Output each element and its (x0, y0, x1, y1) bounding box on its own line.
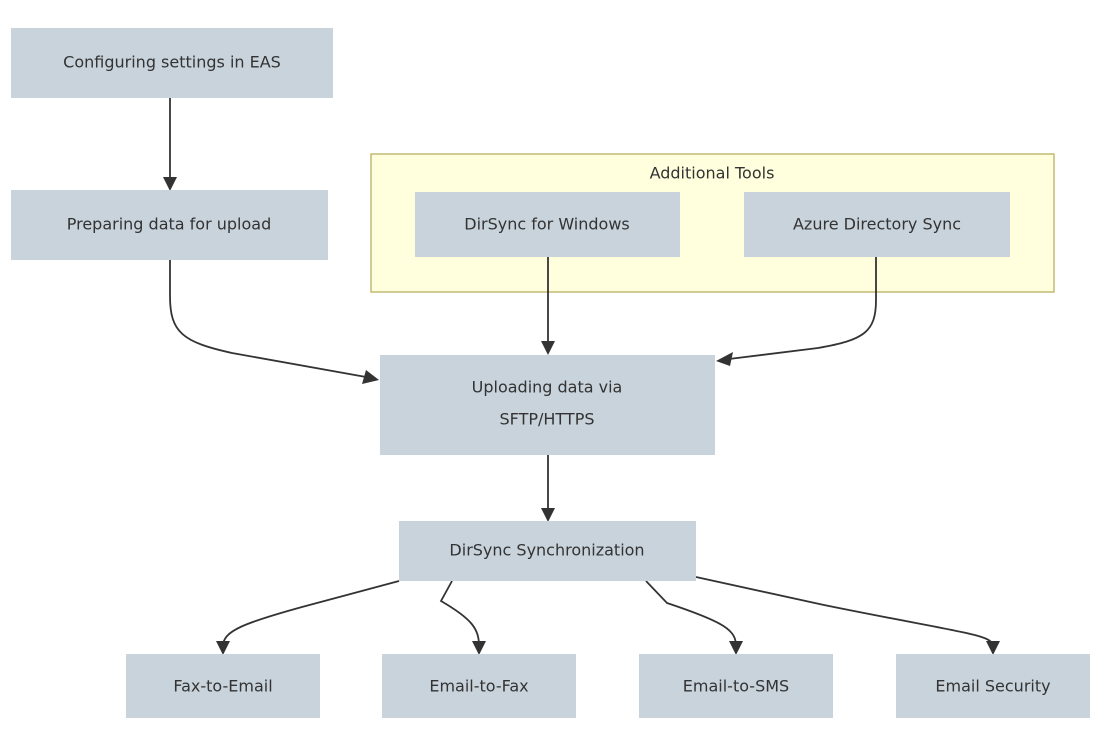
node-box[interactable] (415, 192, 680, 257)
edges-layer (163, 98, 1000, 655)
node-label: Azure Directory Sync (793, 215, 961, 234)
node-label-line-2: SFTP/HTTPS (500, 410, 595, 429)
arrow-head-icon (541, 508, 555, 522)
node-box[interactable] (126, 654, 320, 718)
edge-dirsync-windows-to-uploading (541, 257, 555, 355)
arrow-head-icon (986, 641, 1000, 655)
edge-path (695, 576, 994, 647)
edge-configuring-to-preparing (163, 98, 177, 191)
node-label: DirSync Synchronization (449, 541, 644, 560)
node-configuring-settings-in-eas[interactable]: Configuring settings in EAS (11, 28, 333, 98)
node-email-security[interactable]: Email Security (896, 654, 1090, 718)
nodes-layer: Configuring settings in EAS Preparing da… (11, 28, 1090, 718)
node-box[interactable] (744, 192, 1010, 257)
arrow-head-icon (472, 641, 486, 655)
node-azure-directory-sync[interactable]: Azure Directory Sync (744, 192, 1010, 257)
node-label-line-1: Uploading data via (472, 378, 623, 397)
node-box[interactable] (11, 28, 333, 98)
node-label: Email Security (935, 677, 1050, 696)
node-box[interactable] (382, 654, 576, 718)
cluster-additional-tools-label: Additional Tools (650, 164, 775, 183)
edge-dirsync-sync-to-fax-to-email (216, 580, 400, 655)
node-label: Email-to-Fax (429, 677, 528, 696)
node-label: Configuring settings in EAS (63, 53, 281, 72)
node-email-to-fax[interactable]: Email-to-Fax (382, 654, 576, 718)
node-fax-to-email[interactable]: Fax-to-Email (126, 654, 320, 718)
arrow-head-icon (216, 641, 230, 655)
arrow-head-icon (541, 341, 555, 355)
node-label: Fax-to-Email (173, 677, 272, 696)
edge-path (439, 580, 480, 647)
edge-path (169, 260, 367, 378)
edge-path (222, 580, 400, 647)
node-uploading-data[interactable]: Uploading data via SFTP/HTTPS (380, 355, 715, 455)
node-preparing-data-for-upload[interactable]: Preparing data for upload (11, 190, 328, 260)
node-box[interactable] (11, 190, 328, 260)
node-dirsync-synchronization[interactable]: DirSync Synchronization (399, 521, 696, 581)
node-email-to-sms[interactable]: Email-to-SMS (639, 654, 833, 718)
node-label: DirSync for Windows (464, 215, 630, 234)
node-box[interactable] (639, 654, 833, 718)
edge-dirsync-sync-to-email-to-sms (645, 580, 743, 655)
edge-uploading-to-dirsync-sync (541, 455, 555, 522)
edge-path (728, 257, 877, 360)
arrow-head-icon (729, 641, 743, 655)
arrow-head-icon (163, 177, 177, 191)
arrow-head-icon (362, 370, 379, 384)
node-label: Email-to-SMS (683, 677, 789, 696)
node-box[interactable] (896, 654, 1090, 718)
node-label: Preparing data for upload (67, 215, 272, 234)
edge-dirsync-sync-to-email-security (695, 576, 1000, 655)
edge-preparing-to-uploading (169, 260, 379, 384)
edge-azure-sync-to-uploading (716, 257, 877, 366)
node-box[interactable] (399, 521, 696, 581)
edge-dirsync-sync-to-email-to-fax (439, 580, 486, 655)
node-box[interactable] (380, 355, 715, 455)
node-dirsync-for-windows[interactable]: DirSync for Windows (415, 192, 680, 257)
edge-path (645, 580, 737, 647)
arrow-head-icon (716, 352, 733, 366)
